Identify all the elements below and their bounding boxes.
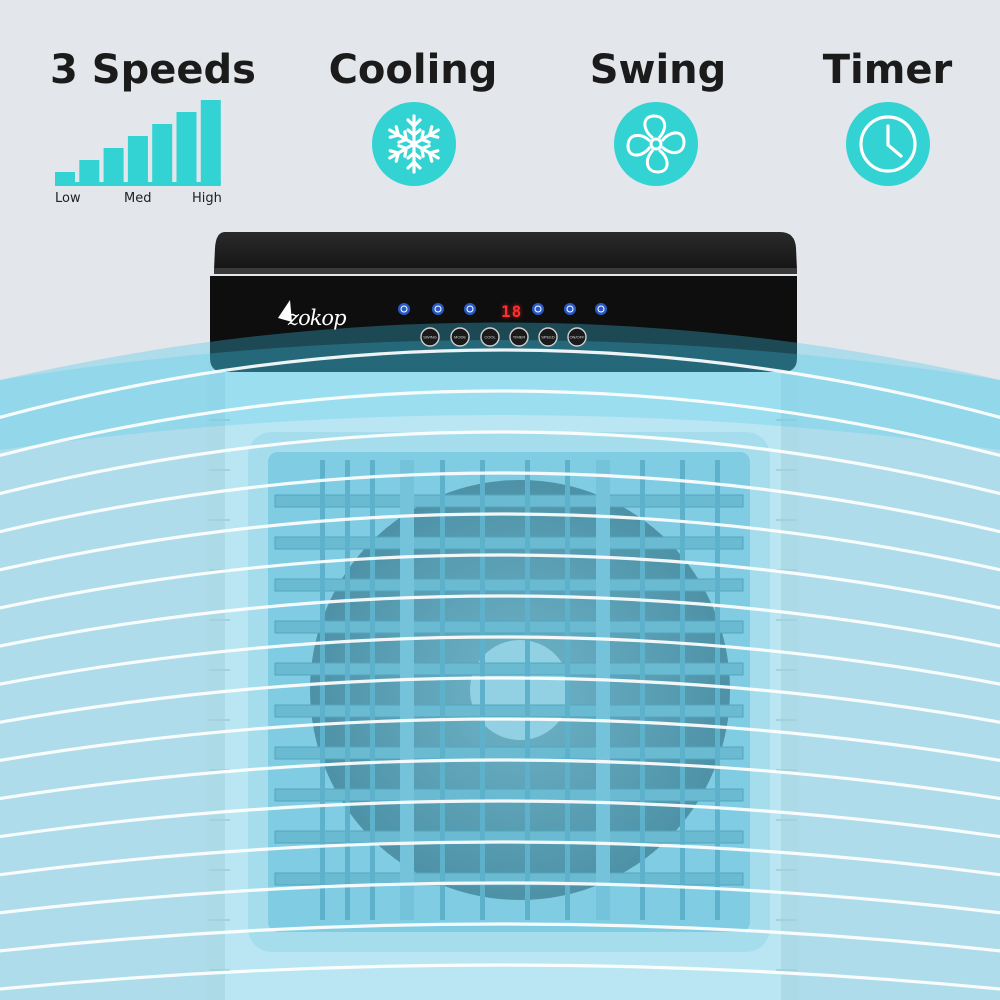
airflow-line xyxy=(0,676,1000,724)
fan-icon xyxy=(614,102,698,186)
clock-icon xyxy=(846,102,930,186)
panel-button-label: SPEED xyxy=(541,335,555,340)
speed-level-bar xyxy=(103,148,124,184)
speed-label-low: Low xyxy=(55,191,81,206)
airflow-band xyxy=(0,322,1000,1000)
feature-title-cooling: Cooling xyxy=(328,47,498,93)
panel-button[interactable] xyxy=(450,327,470,347)
panel-button-label: MODE xyxy=(454,335,466,340)
indicator-light xyxy=(398,303,410,315)
airflow-line xyxy=(0,840,1000,877)
bar-levels-icon xyxy=(55,100,221,186)
indicator-glyph xyxy=(434,305,442,313)
indicator-glyph xyxy=(566,305,574,313)
speed-level-bar xyxy=(152,124,173,184)
panel-button[interactable] xyxy=(538,327,558,347)
airflow-line xyxy=(0,348,1000,419)
feature-title-speeds: 3 Speeds xyxy=(50,47,256,93)
feature-title-timer: Timer xyxy=(822,47,953,93)
panel-button-label: TIMER xyxy=(513,335,526,340)
speed-level-bar xyxy=(176,112,197,184)
airflow-line xyxy=(0,594,1000,648)
led-display: 18 xyxy=(501,302,523,321)
speed-level-bar xyxy=(79,160,100,184)
speed-label-med: Med xyxy=(124,191,152,206)
panel-button[interactable] xyxy=(420,327,440,347)
indicator-light xyxy=(564,303,576,315)
airflow-line xyxy=(0,389,1000,458)
panel-button-label: ON/OFF xyxy=(569,335,585,340)
indicator-light xyxy=(432,303,444,315)
indicator-glyph xyxy=(466,305,474,313)
airflow-line xyxy=(0,922,1000,953)
airflow-line xyxy=(0,471,1000,534)
panel-button[interactable] xyxy=(567,327,587,347)
indicator-light xyxy=(464,303,476,315)
airflow-line xyxy=(0,717,1000,762)
indicator-lights xyxy=(398,303,607,315)
panel-button[interactable] xyxy=(509,327,529,347)
front-grille xyxy=(248,432,770,952)
panel-button-label: COOL xyxy=(484,335,496,340)
airflow-line xyxy=(0,635,1000,686)
airflow-line xyxy=(0,799,1000,839)
indicator-glyph xyxy=(597,305,605,313)
control-head xyxy=(210,232,797,372)
feature-title-swing: Swing xyxy=(589,47,727,93)
indicator-glyph xyxy=(400,305,408,313)
airflow-line xyxy=(0,430,1000,496)
panel-buttons: SWING MODE COOL TIMER SPEED ON/OFF xyxy=(420,327,587,347)
brand-logo-icon xyxy=(278,300,292,322)
speed-level-bar xyxy=(127,136,148,184)
airflow-lines xyxy=(0,348,1000,991)
indicator-light xyxy=(532,303,544,315)
airflow-line xyxy=(0,758,1000,801)
speed-baseline xyxy=(55,182,221,186)
airflow-line xyxy=(0,963,1000,991)
indicator-light xyxy=(595,303,607,315)
speed-level-bar xyxy=(55,172,75,184)
airflow-line xyxy=(0,881,1000,915)
speed-label-high: High xyxy=(192,191,222,206)
panel-button-label: SWING xyxy=(423,335,437,340)
panel-button[interactable] xyxy=(480,327,500,347)
airflow-line xyxy=(0,553,1000,610)
indicator-glyph xyxy=(534,305,542,313)
snowflake-icon xyxy=(372,102,456,186)
speed-level-bar xyxy=(200,100,221,184)
airflow-line xyxy=(0,512,1000,572)
brand-name: zokop xyxy=(288,306,347,330)
